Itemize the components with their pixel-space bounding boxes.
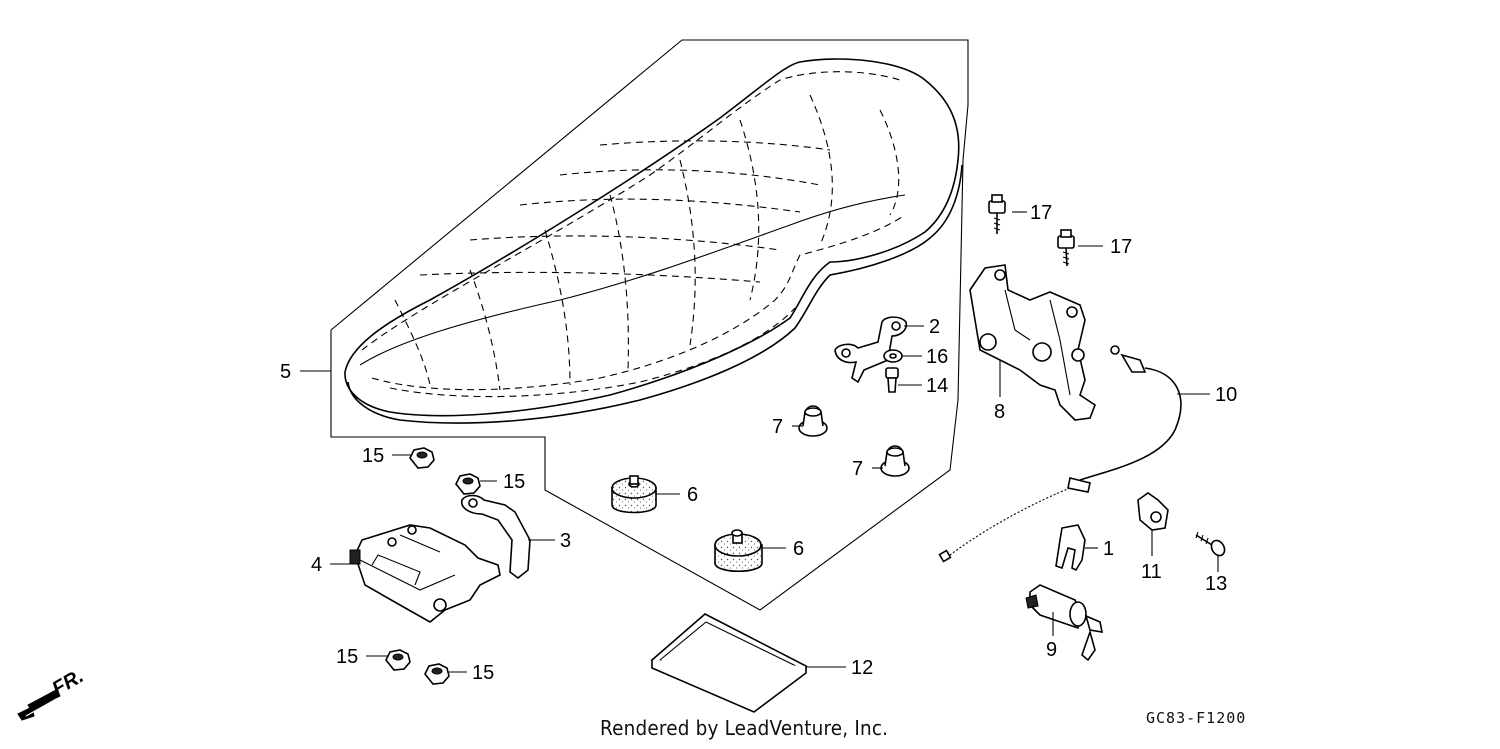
owners-manual-12 — [650, 613, 808, 713]
callout-5: 5 — [280, 361, 291, 383]
bolt-14 — [885, 367, 899, 393]
callout-13: 13 — [1205, 573, 1227, 595]
cushion-6-b — [714, 529, 763, 572]
callout-labels: 17 17 2 16 14 8 10 5 7 7 6 6 15 15 3 4 1… — [280, 202, 1237, 684]
callout-4: 4 — [311, 554, 322, 576]
hinge-bracket-8 — [969, 264, 1096, 421]
callout-11: 11 — [1141, 561, 1162, 583]
callout-17-a: 17 — [1030, 202, 1052, 224]
callout-15-d: 15 — [472, 662, 494, 684]
callout-6-a: 6 — [687, 484, 698, 506]
front-arrow-icon — [17, 689, 61, 721]
nut-15-a — [409, 447, 435, 469]
clip-1 — [1055, 524, 1086, 572]
callout-8: 8 — [994, 401, 1005, 423]
key-cylinder-9 — [1025, 584, 1104, 662]
lock-cable-10 — [938, 345, 1182, 563]
bolt-17-a — [988, 194, 1006, 234]
callout-15-c: 15 — [336, 646, 358, 668]
figure-code: GC83-F1200 — [1146, 709, 1247, 727]
damper-7-b — [880, 445, 910, 477]
leader-lines — [300, 211, 1219, 673]
nut-15-c — [385, 649, 411, 671]
callout-1: 1 — [1103, 538, 1114, 560]
cushion-6-a — [611, 475, 657, 514]
seat-assembly — [344, 58, 963, 424]
nut-15-d — [424, 663, 450, 685]
catch-bracket-3 — [460, 494, 531, 580]
bracket-2 — [834, 316, 908, 384]
nut-15-b — [455, 473, 481, 495]
assembly-outline — [330, 39, 969, 611]
callout-10: 10 — [1215, 384, 1237, 406]
callout-7-a: 7 — [772, 416, 783, 438]
washer-16 — [883, 349, 903, 363]
screw-13 — [1195, 531, 1226, 557]
callout-12: 12 — [851, 657, 873, 679]
holder-11 — [1137, 492, 1169, 531]
callout-2: 2 — [929, 316, 940, 338]
callout-14: 14 — [926, 375, 948, 397]
damper-7-a — [798, 405, 828, 437]
callout-15-a: 15 — [362, 445, 384, 467]
callout-16: 16 — [926, 346, 948, 368]
render-credit: Rendered by LeadVenture, Inc. — [600, 716, 889, 740]
callout-15-b: 15 — [503, 471, 525, 493]
seat-lock-4 — [349, 524, 501, 623]
bolt-17-b — [1057, 229, 1075, 267]
callout-9: 9 — [1046, 639, 1057, 661]
callout-7-b: 7 — [852, 458, 863, 480]
callout-3: 3 — [560, 530, 571, 552]
callout-6-b: 6 — [793, 538, 804, 560]
callout-17-b: 17 — [1110, 236, 1132, 258]
